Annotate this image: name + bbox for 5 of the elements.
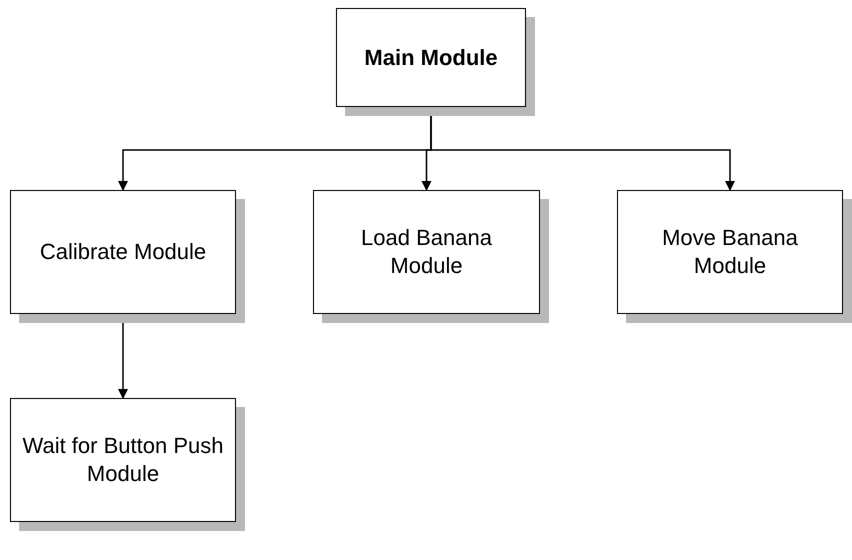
module-label: Calibrate Module [40, 238, 206, 266]
module-label: Load Banana Module [360, 224, 493, 280]
module-label: Main Module [364, 44, 498, 72]
module-label: Move Banana Module [661, 224, 799, 280]
module-label: Wait for Button Push Module [22, 432, 224, 488]
